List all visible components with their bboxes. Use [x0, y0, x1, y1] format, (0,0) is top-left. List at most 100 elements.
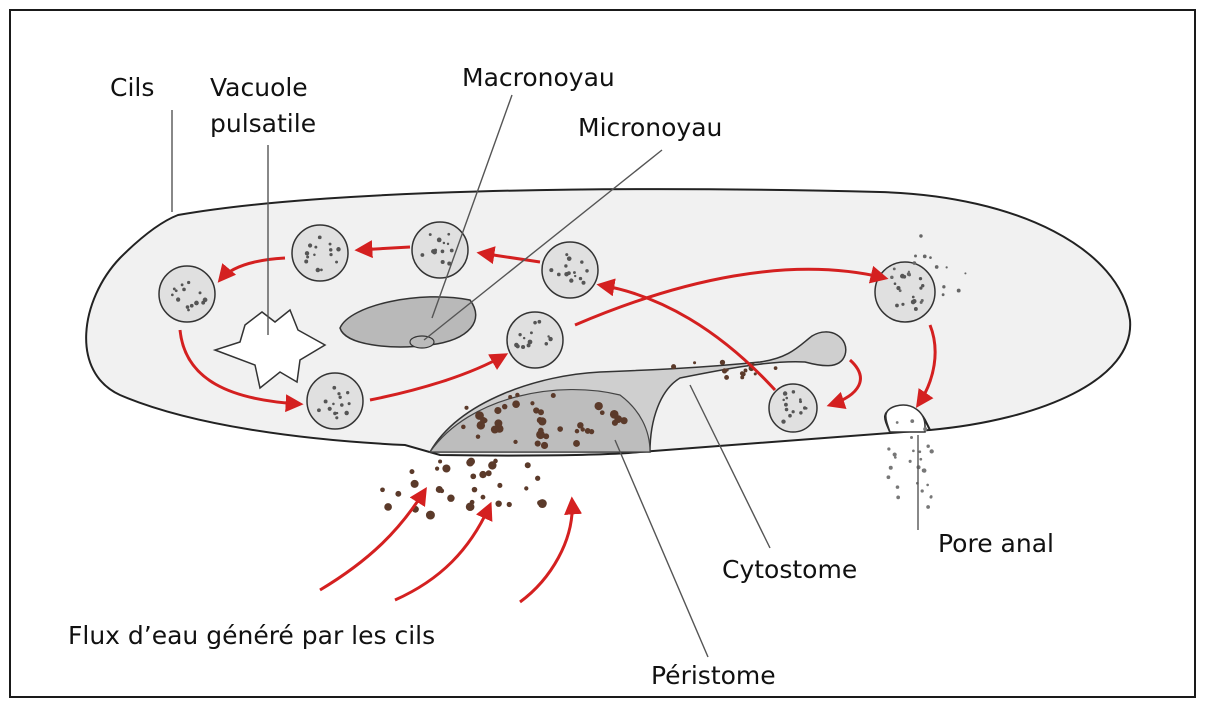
- food-particle: [338, 396, 341, 399]
- food-particle: [557, 273, 561, 277]
- food-particle: [919, 234, 922, 237]
- food-particle: [784, 403, 788, 407]
- food-particle: [792, 410, 795, 413]
- food-particle: [774, 366, 778, 370]
- food-particle: [899, 289, 902, 292]
- food-particle: [887, 447, 890, 450]
- label-pore-anal: Pore anal: [938, 529, 1054, 558]
- food-particle: [186, 305, 190, 309]
- food-particle: [919, 277, 922, 280]
- food-particle: [579, 277, 582, 280]
- food-particle: [889, 466, 893, 470]
- food-particle: [894, 456, 897, 459]
- food-particle: [946, 266, 948, 268]
- food-particle: [533, 321, 537, 325]
- food-particle: [384, 503, 392, 511]
- label-vacuole-line2: pulsatile: [210, 109, 316, 138]
- food-particle: [918, 450, 921, 453]
- food-particle: [486, 470, 492, 476]
- food-particle: [942, 285, 945, 288]
- food-particle: [464, 406, 468, 410]
- food-particle: [799, 411, 802, 414]
- food-particle: [306, 255, 309, 258]
- food-particle: [497, 483, 502, 488]
- food-particle: [914, 255, 917, 258]
- food-particle: [324, 400, 328, 404]
- food-vacuole: [159, 266, 215, 322]
- food-particle: [344, 411, 348, 415]
- food-particle: [530, 401, 534, 405]
- food-particle: [476, 434, 480, 438]
- food-particle: [926, 444, 929, 447]
- food-particle: [557, 426, 563, 432]
- food-particle: [470, 473, 476, 479]
- food-particle: [199, 291, 202, 294]
- food-particle: [175, 289, 178, 292]
- food-particle: [573, 271, 576, 274]
- food-particle: [335, 261, 338, 264]
- food-particle: [547, 335, 549, 337]
- food-particle: [782, 399, 785, 402]
- food-particle: [335, 416, 338, 419]
- food-particle: [903, 275, 907, 279]
- food-particle: [610, 410, 619, 419]
- food-particle: [479, 471, 486, 478]
- food-particle: [919, 458, 922, 461]
- food-particle: [336, 412, 338, 414]
- food-particle: [620, 417, 627, 424]
- food-particle: [521, 345, 525, 349]
- food-particle: [340, 403, 344, 407]
- food-particle: [524, 486, 528, 490]
- food-particle: [329, 243, 332, 246]
- food-particle: [913, 261, 917, 265]
- food-particle: [491, 426, 499, 434]
- food-particle: [964, 272, 966, 274]
- food-particle: [182, 288, 186, 292]
- food-particle: [792, 390, 795, 393]
- food-particle: [575, 429, 580, 434]
- food-particle: [502, 404, 507, 409]
- food-particle: [318, 235, 322, 239]
- food-particle: [545, 342, 549, 346]
- food-particle: [908, 271, 910, 273]
- food-particle: [549, 338, 552, 341]
- food-particle: [580, 260, 583, 263]
- food-particle: [957, 289, 961, 293]
- food-vacuole: [507, 312, 563, 368]
- food-particle: [437, 238, 442, 243]
- food-particle: [527, 343, 531, 347]
- food-particle: [317, 408, 321, 412]
- food-particle: [187, 309, 190, 312]
- label-vacuole-line1: Vacuole: [210, 73, 308, 102]
- food-particle: [921, 299, 924, 302]
- food-vacuole: [292, 225, 348, 281]
- food-particle: [893, 267, 896, 270]
- food-particle: [893, 453, 897, 457]
- flow-arrow: [395, 505, 490, 600]
- food-particle: [910, 436, 913, 439]
- food-particle: [549, 268, 553, 272]
- food-vacuole: [307, 373, 363, 429]
- food-particle: [911, 300, 916, 305]
- label-flux: Flux d’eau généré par les cils: [68, 621, 435, 650]
- food-particle: [329, 248, 332, 251]
- food-particle: [409, 469, 414, 474]
- food-particle: [523, 337, 525, 339]
- food-particle: [181, 283, 184, 286]
- food-particle: [336, 247, 340, 251]
- food-particle: [582, 281, 586, 285]
- food-particle: [380, 487, 385, 492]
- food-particle: [447, 243, 449, 245]
- food-particle: [551, 393, 556, 398]
- food-particle: [516, 344, 520, 348]
- food-particle: [929, 496, 932, 499]
- food-particle: [190, 304, 194, 308]
- food-particle: [515, 393, 519, 397]
- food-particle: [912, 450, 915, 453]
- food-particle: [442, 464, 450, 472]
- food-particle: [443, 242, 445, 244]
- food-particle: [929, 256, 932, 259]
- food-particle: [439, 489, 444, 494]
- food-particle: [567, 271, 571, 275]
- food-particle: [923, 255, 927, 259]
